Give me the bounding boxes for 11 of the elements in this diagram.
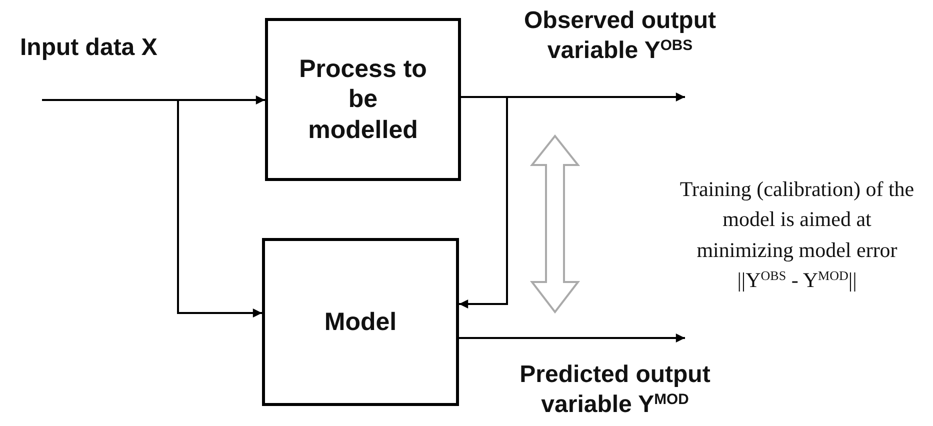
process-box xyxy=(262,238,459,406)
box-label: Process to be modelled xyxy=(298,54,428,146)
arrow xyxy=(42,99,262,318)
arrow xyxy=(459,333,685,343)
signal-label: Observed output variable Y$^{OBS}$ xyxy=(522,6,717,66)
box-label: Model xyxy=(324,306,397,338)
process-box xyxy=(265,18,461,181)
signal-label: Input data X xyxy=(20,34,158,63)
note-text: Training (calibration) of the model is aimed at minimizing model error ||Y$^{OBS}$ - Y$^{MOD}$|| xyxy=(678,176,916,294)
arrow xyxy=(459,96,508,309)
signal-label: Predicted output variable Y$^{MOD}$ xyxy=(518,360,712,420)
